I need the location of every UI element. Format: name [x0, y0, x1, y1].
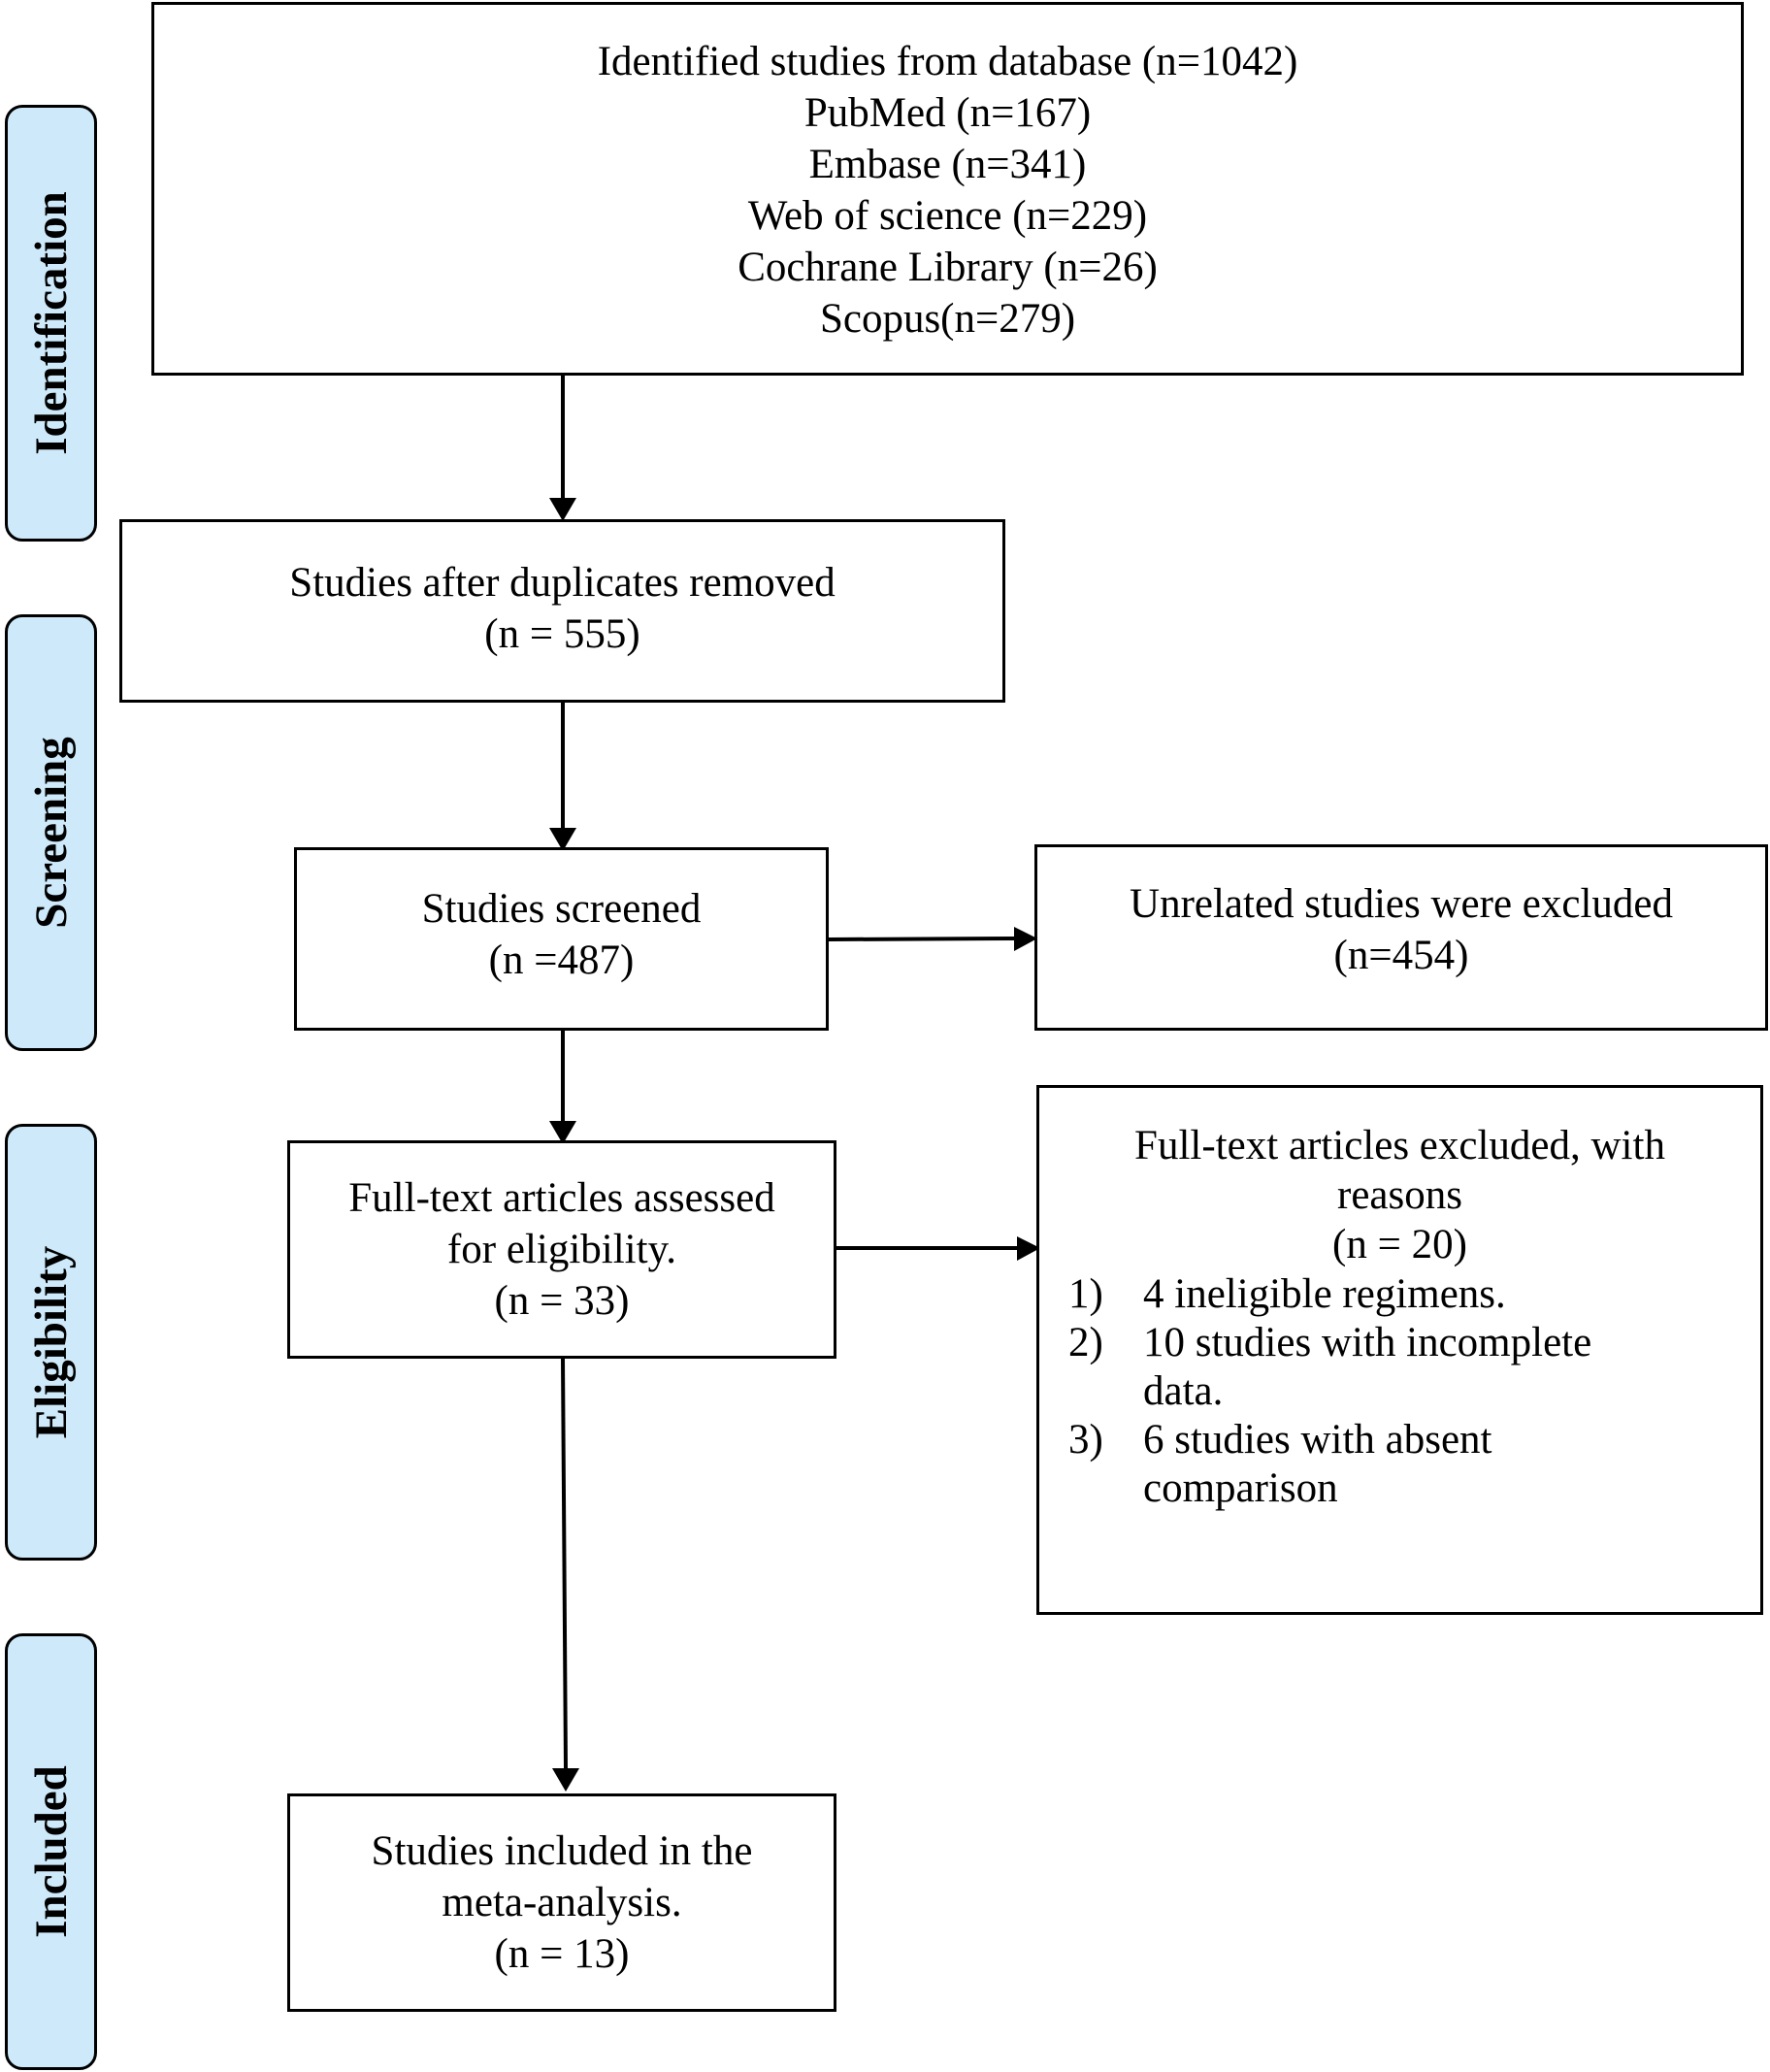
unrelated-excluded-box: Unrelated studies were excluded (n=454)	[1034, 844, 1768, 1031]
identified-pubmed: PubMed (n=167)	[803, 90, 1092, 136]
studies-screened-box: Studies screened (n =487)	[294, 847, 829, 1031]
arrowhead-screened	[549, 828, 576, 851]
studies-screened-count: (n =487)	[488, 937, 635, 983]
fulltext-excluded-count: (n = 20)	[1332, 1222, 1467, 1267]
identified-total: Identified studies from database (n=1042…	[597, 39, 1298, 84]
exclusion-reason-text: 10 studies with incomplete	[1143, 1320, 1592, 1365]
fulltext-assessed-box: Full-text articles assessed for eligibil…	[287, 1140, 836, 1359]
studies-included-label-1: Studies included in the	[371, 1828, 753, 1874]
exclusion-reason-text: 4 ineligible regimens.	[1143, 1271, 1506, 1317]
fulltext-assessed-label-2: for eligibility.	[446, 1227, 677, 1272]
arrow-fulltext-to-included	[561, 1358, 568, 1769]
arrowhead-included	[552, 1768, 579, 1792]
identified-studies-box: Identified studies from database (n=1042…	[151, 2, 1744, 376]
studies-screened-label: Studies screened	[421, 886, 702, 932]
exclusion-reason-text-cont: data.	[1143, 1368, 1224, 1414]
arrowhead-unrelated	[1014, 927, 1037, 951]
duplicates-removed-box: Studies after duplicates removed (n = 55…	[119, 519, 1005, 703]
duplicates-removed-count: (n = 555)	[484, 611, 640, 657]
fulltext-assessed-label-1: Full-text articles assessed	[348, 1175, 775, 1221]
exclusion-reason-number: 2)	[1068, 1320, 1103, 1365]
fulltext-excluded-box: Full-text articles excluded, with reason…	[1036, 1085, 1763, 1615]
identified-embase: Embase (n=341)	[808, 142, 1087, 187]
studies-included-box: Studies included in the meta-analysis. (…	[287, 1793, 836, 2012]
identified-scopus: Scopus(n=279)	[819, 296, 1076, 342]
stage-included: Included	[5, 1633, 97, 2070]
arrow-screened-to-unrelated	[828, 937, 1015, 941]
identified-cochrane: Cochrane Library (n=26)	[738, 245, 1158, 290]
exclusion-reason-text-cont: comparison	[1143, 1465, 1338, 1511]
arrowhead-excluded	[1017, 1236, 1040, 1261]
fulltext-excluded-label-1: Full-text articles excluded, with	[1134, 1123, 1665, 1168]
duplicates-removed-label: Studies after duplicates removed	[289, 560, 836, 606]
unrelated-excluded-count: (n=454)	[1333, 933, 1469, 978]
exclusion-reason-text: 6 studies with absent	[1143, 1417, 1492, 1463]
exclusion-reason-item: 3) 6 studies with absent comparison	[1039, 1415, 1760, 1514]
stage-screening: Screening	[5, 614, 97, 1051]
arrowhead-duplicates	[549, 498, 576, 521]
exclusion-reasons-list: 1) 4 ineligible regimens. 2) 10 studies …	[1039, 1269, 1760, 1522]
stage-eligibility: Eligibility	[5, 1124, 97, 1561]
fulltext-excluded-label-2: reasons	[1337, 1172, 1462, 1218]
exclusion-reason-number: 1)	[1068, 1271, 1103, 1317]
arrowhead-fulltext	[549, 1121, 576, 1144]
exclusion-reason-item: 2) 10 studies with incomplete data.	[1039, 1318, 1760, 1417]
exclusion-reason-number: 3)	[1068, 1417, 1103, 1463]
unrelated-excluded-label: Unrelated studies were excluded	[1130, 881, 1673, 927]
studies-included-count: (n = 13)	[494, 1931, 630, 1977]
studies-included-label-2: meta-analysis.	[442, 1880, 682, 1925]
exclusion-reason-item: 1) 4 ineligible regimens.	[1039, 1269, 1760, 1319]
stage-identification: Identification	[5, 105, 97, 542]
fulltext-assessed-count: (n = 33)	[494, 1278, 630, 1324]
identified-web-of-science: Web of science (n=229)	[747, 193, 1148, 239]
